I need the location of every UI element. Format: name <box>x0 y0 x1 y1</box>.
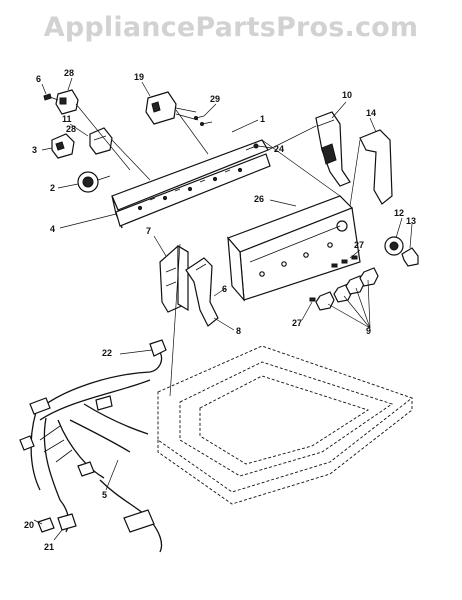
trim-piece-14 <box>359 129 393 205</box>
callout-13: 13 <box>406 216 416 226</box>
screws-29 <box>194 115 213 126</box>
washer-top-outline <box>157 345 413 505</box>
selector-switch-2 <box>77 171 111 193</box>
callout-27-lower: 27 <box>292 318 302 328</box>
callout-11: 11 <box>62 114 72 124</box>
console-panel-26 <box>226 195 361 302</box>
callout-5: 5 <box>102 490 107 500</box>
callout-9: 9 <box>366 326 371 336</box>
callout-20: 20 <box>24 520 34 530</box>
callout-14: 14 <box>366 108 376 118</box>
assembly-lines <box>75 103 361 397</box>
callout-labels: 6 28 19 29 1 11 28 3 2 24 26 4 7 6 8 10 … <box>24 68 416 552</box>
leader-lines <box>33 77 413 541</box>
knob-12 <box>384 236 404 256</box>
callout-28-top: 28 <box>64 68 74 78</box>
callout-12: 12 <box>394 208 404 218</box>
watermark: AppliancePartsPros.com <box>43 12 419 43</box>
callout-27-right: 27 <box>354 240 364 250</box>
callout-8-left: 8 <box>236 326 241 336</box>
side-bracket-7 <box>159 244 189 313</box>
knobs-9 <box>315 267 379 311</box>
callout-21: 21 <box>44 542 54 552</box>
callout-6-top: 6 <box>36 74 41 84</box>
callout-29: 29 <box>210 94 220 104</box>
callout-26: 26 <box>254 194 264 204</box>
callout-7: 7 <box>146 226 151 236</box>
screw-6 <box>43 93 59 101</box>
component-11 <box>89 127 113 155</box>
callout-2: 2 <box>50 183 55 193</box>
clips-27 <box>309 255 358 302</box>
callout-28-mid: 28 <box>66 124 76 134</box>
callout-4: 4 <box>50 224 55 234</box>
callout-1: 1 <box>260 114 265 124</box>
callout-24: 24 <box>274 144 284 154</box>
callout-22: 22 <box>102 348 112 358</box>
switch-28 <box>55 89 79 115</box>
console-bracket-4 <box>111 139 271 229</box>
end-cap-10 <box>315 111 351 187</box>
callout-19: 19 <box>134 72 144 82</box>
knob-cap-13 <box>401 247 419 267</box>
callout-3: 3 <box>32 145 37 155</box>
timer-19 <box>145 91 199 125</box>
callout-10: 10 <box>342 90 352 100</box>
end-cap-8 <box>185 257 219 327</box>
wire-harness-5 <box>19 339 167 553</box>
component-3 <box>51 133 75 159</box>
callout-6-lower: 6 <box>222 284 227 294</box>
